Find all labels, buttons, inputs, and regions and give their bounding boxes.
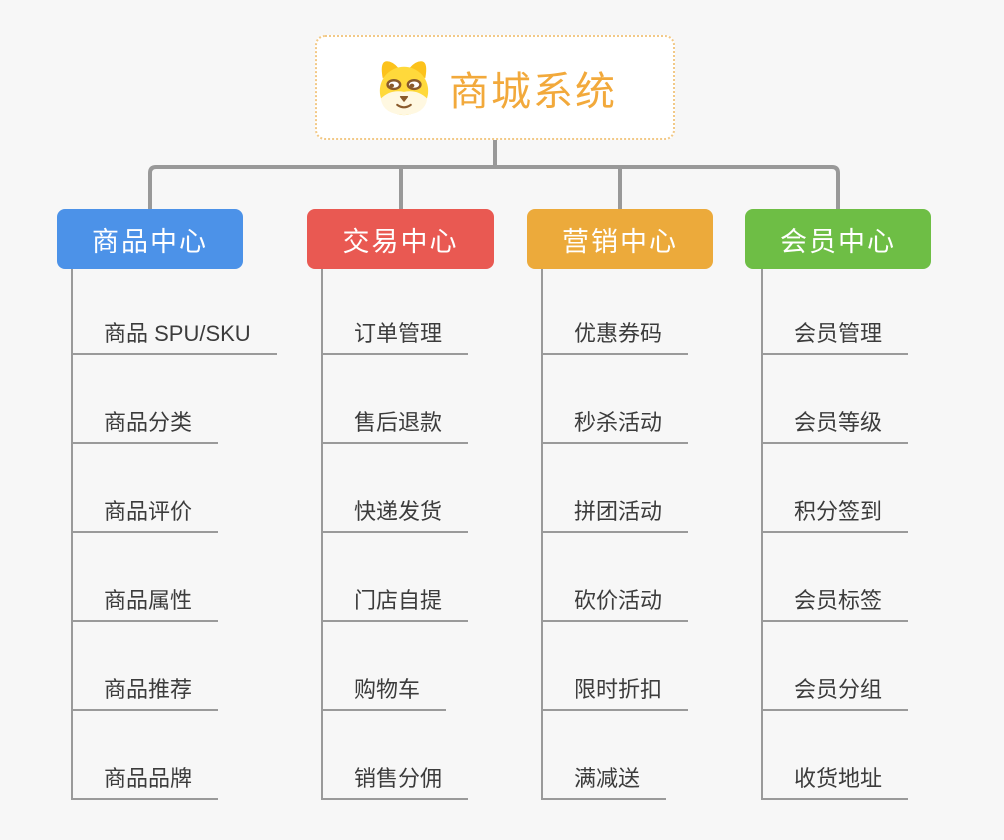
root-node[interactable]: 商城系统 [315,35,675,140]
leaf-node[interactable]: 购物车 [321,671,447,711]
leaf-node[interactable]: 会员等级 [761,404,909,444]
branch-header-member[interactable]: 会员中心 [745,209,931,269]
leaf-node[interactable]: 商品 SPU/SKU [71,315,277,355]
root-title: 商城系统 [449,69,617,114]
leaf-node[interactable]: 秒杀活动 [541,404,689,444]
leaf-node[interactable]: 商品属性 [71,582,219,622]
branch-header-product[interactable]: 商品中心 [57,209,243,269]
leaf-node[interactable]: 满减送 [541,760,667,800]
leaf-node[interactable]: 拼团活动 [541,493,689,533]
branch-header-trade[interactable]: 交易中心 [307,209,494,269]
leaf-node[interactable]: 优惠券码 [541,315,689,355]
branch-header-marketing[interactable]: 营销中心 [527,209,713,269]
leaf-node[interactable]: 商品推荐 [71,671,219,711]
leaf-node[interactable]: 商品评价 [71,493,219,533]
leaf-node[interactable]: 会员管理 [761,315,909,355]
leaf-node[interactable]: 订单管理 [321,315,469,355]
leaf-node[interactable]: 售后退款 [321,404,469,444]
leaf-node[interactable]: 会员标签 [761,582,909,622]
leaf-node[interactable]: 销售分佣 [321,760,469,800]
leaf-node[interactable]: 限时折扣 [541,671,689,711]
leaf-node[interactable]: 商品分类 [71,404,219,444]
leaf-node[interactable]: 商品品牌 [71,760,219,800]
leaf-node[interactable]: 积分签到 [761,493,909,533]
leaf-node[interactable]: 砍价活动 [541,582,689,622]
leaf-node[interactable]: 收货地址 [761,760,909,800]
leaf-node[interactable]: 门店自提 [321,582,469,622]
dog-icon [379,60,429,115]
leaf-node[interactable]: 会员分组 [761,671,909,711]
leaf-node[interactable]: 快递发货 [321,493,469,533]
